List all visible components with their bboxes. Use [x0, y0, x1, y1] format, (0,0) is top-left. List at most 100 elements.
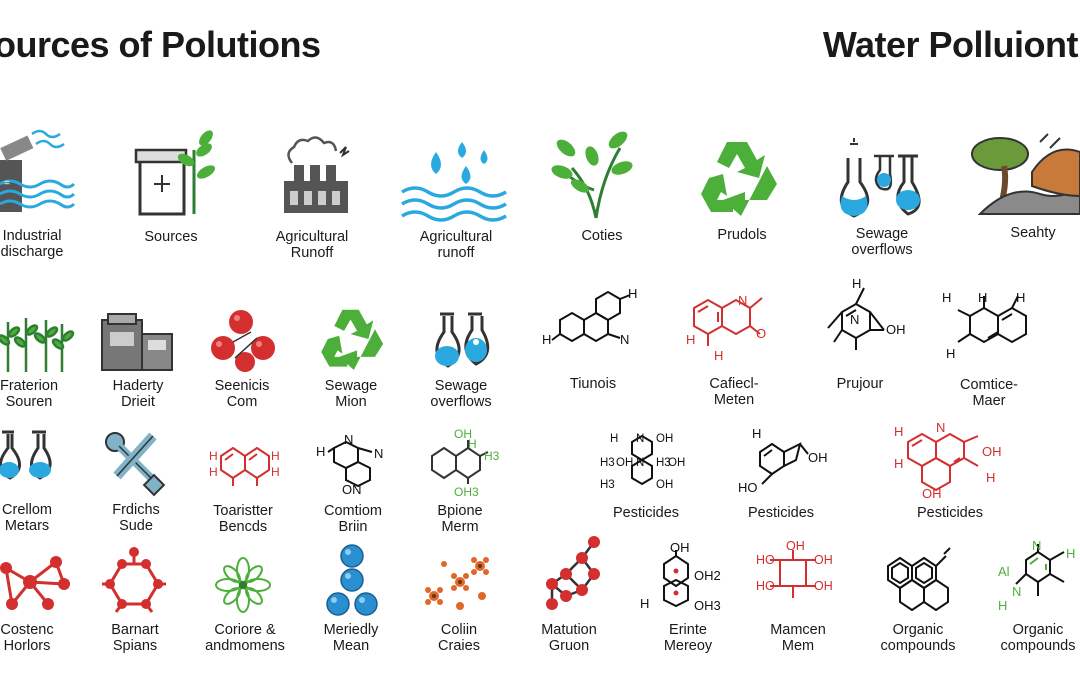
svg-text:N: N [850, 312, 859, 327]
red-molecule-icon: N O H H [684, 284, 780, 369]
plant-icon [551, 130, 633, 225]
molecule-icon: H H N [540, 286, 650, 367]
svg-text:OH3: OH3 [454, 485, 479, 499]
svg-text:H: H [209, 449, 218, 463]
svg-text:H: H [209, 465, 218, 479]
svg-text:H3: H3 [600, 479, 615, 491]
svg-text:OH: OH [670, 540, 690, 555]
svg-text:H3: H3 [484, 449, 500, 463]
molecule-icon: OH OH2 H OH3 [638, 540, 730, 623]
label-r2c7: Cafiecl-Meten [709, 376, 759, 408]
label-r2c6: Tiunois [569, 376, 617, 392]
molecule-icon: H H H H [940, 288, 1036, 369]
svg-text:H: H [752, 426, 761, 441]
red-molecule-icon: H H H H [207, 436, 283, 497]
factory-discharge-icon: = [0, 122, 76, 222]
svg-text:HO: HO [756, 553, 775, 567]
svg-text:OH: OH [922, 486, 942, 501]
plants-row-icon [0, 312, 75, 377]
svg-text:H: H [610, 433, 618, 445]
label-r3c7: Pesticides [747, 505, 815, 521]
svg-text:OH: OH [616, 457, 633, 469]
blue-beads-icon [322, 544, 382, 623]
svg-text:H3: H3 [600, 457, 615, 469]
svg-text:ON: ON [342, 482, 362, 497]
svg-text:OH2: OH2 [694, 568, 721, 583]
svg-text:OH: OH [656, 433, 673, 445]
svg-text:N: N [636, 433, 644, 445]
svg-text:OH: OH [814, 553, 833, 567]
red-molecule-icon: H N OH H H OH [892, 420, 1004, 505]
svg-text:N: N [620, 332, 629, 347]
label-r3c8: Pesticides [916, 505, 984, 521]
svg-text:H: H [271, 465, 280, 479]
recycle-icon [697, 138, 783, 223]
machine-plant-icon [134, 130, 216, 223]
svg-text:H: H [978, 290, 987, 305]
svg-text:H: H [1016, 290, 1025, 305]
factory-icon [280, 133, 360, 223]
svg-text:H: H [714, 348, 723, 363]
svg-text:H: H [852, 276, 861, 291]
machine-icon [100, 312, 176, 379]
red-molecule-icon: OH HO OH HO OH [756, 538, 836, 623]
svg-text:OH: OH [668, 457, 685, 469]
svg-text:OH: OH [886, 322, 906, 337]
title-left: ources of Polutions [0, 24, 321, 65]
flasks-icon [430, 312, 496, 379]
orange-flowers-icon [420, 552, 494, 619]
svg-text:H: H [542, 332, 551, 347]
green-flower-icon [215, 556, 271, 619]
label-r1c5: Coties [581, 228, 623, 244]
red-network-icon [0, 548, 70, 623]
flasks-icon [836, 138, 928, 225]
recycle-icon [318, 306, 388, 377]
svg-text:N: N [374, 446, 383, 461]
svg-text:N: N [936, 420, 945, 435]
wrench-tool-icon [103, 430, 171, 501]
label-r1c2: Sources [144, 229, 198, 245]
svg-text:H: H [946, 346, 955, 361]
svg-text:H: H [640, 596, 649, 611]
svg-text:H: H [998, 598, 1007, 613]
svg-text:OH: OH [814, 579, 833, 593]
svg-text:OH: OH [786, 539, 805, 553]
svg-text:H: H [468, 437, 477, 451]
svg-text:OH: OH [808, 450, 828, 465]
svg-text:N: N [738, 293, 747, 308]
svg-text:H: H [986, 470, 995, 485]
svg-text:N: N [636, 457, 644, 469]
svg-text:O: O [756, 326, 766, 341]
red-network-icon [102, 546, 168, 621]
label-r4c3: Coriore &andmomens [205, 622, 285, 654]
molecule-icon: H N N ON [314, 432, 390, 501]
flasks-icon [0, 430, 60, 497]
svg-text:OH: OH [656, 479, 673, 491]
svg-text:H: H [628, 286, 637, 301]
molecule-icon: H N OH H3 OH H3 N OH H3 OH [598, 426, 690, 503]
hexagon-cluster-icon [876, 544, 954, 621]
molecule-icon: H N OH [814, 276, 910, 367]
svg-text:N: N [1032, 538, 1041, 553]
label-r1c8: Seahty [1010, 225, 1056, 241]
tree-landscape-icon [970, 132, 1080, 222]
